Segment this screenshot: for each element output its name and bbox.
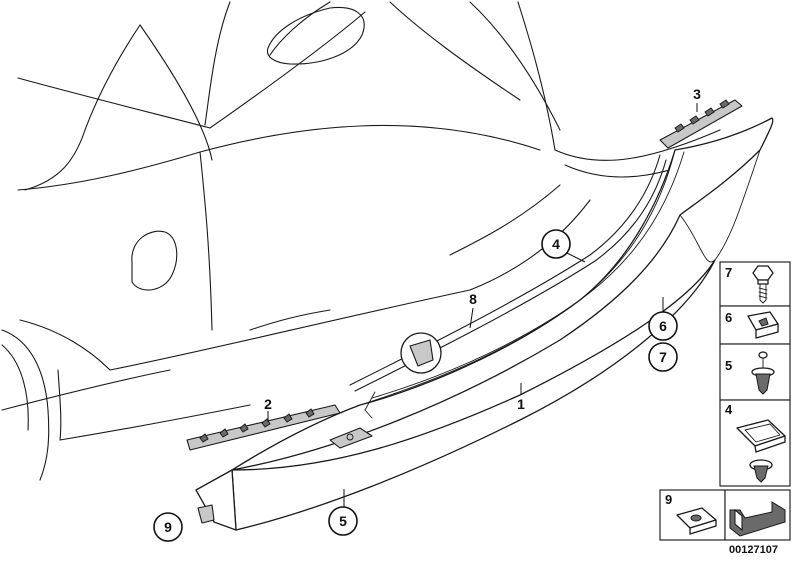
callout-2: 2 — [264, 396, 272, 412]
legend-item-4: 4 — [719, 399, 791, 487]
callout-8: 8 — [469, 291, 477, 307]
direction-arrow-icon — [729, 501, 786, 537]
leader-lines — [267, 103, 698, 508]
side-sill-panel — [195, 117, 774, 531]
svg-text:7: 7 — [659, 349, 667, 365]
callout-6-circled: 6 — [648, 311, 678, 341]
clip-nut-icon — [676, 507, 717, 535]
callout-4-circled: 4 — [541, 229, 571, 259]
svg-text:4: 4 — [725, 402, 733, 417]
clip-strip-front — [186, 404, 341, 451]
legend-item-5: 5 — [719, 343, 791, 401]
detail-magnifier — [400, 332, 442, 374]
square-nut-icon — [747, 311, 779, 339]
callout-1: 1 — [517, 396, 525, 412]
callout-5-circled: 5 — [328, 506, 358, 536]
expanding-rivet-icon — [751, 351, 775, 395]
svg-text:6: 6 — [725, 310, 732, 325]
legend-item-7: 7 — [719, 261, 791, 307]
callout-3: 3 — [693, 86, 701, 102]
svg-text:9: 9 — [164, 519, 172, 535]
svg-text:5: 5 — [725, 358, 732, 373]
svg-text:7: 7 — [725, 265, 732, 280]
screw-icon — [752, 265, 774, 304]
clip-with-rivet-icon — [736, 419, 786, 483]
callout-9-circled: 9 — [153, 512, 183, 542]
svg-text:5: 5 — [339, 513, 347, 529]
callout-7-circled: 7 — [648, 342, 678, 372]
legend-direction-arrow — [724, 489, 791, 541]
legend-item-9: 9 — [659, 489, 726, 541]
clip-strip-rear — [659, 99, 743, 149]
legend-item-6: 6 — [719, 305, 791, 345]
document-number: 00127107 — [729, 544, 778, 556]
svg-text:6: 6 — [659, 318, 667, 334]
svg-text:9: 9 — [665, 492, 672, 507]
legend-panel: 7 6 5 — [659, 261, 791, 541]
svg-text:4: 4 — [552, 236, 560, 252]
